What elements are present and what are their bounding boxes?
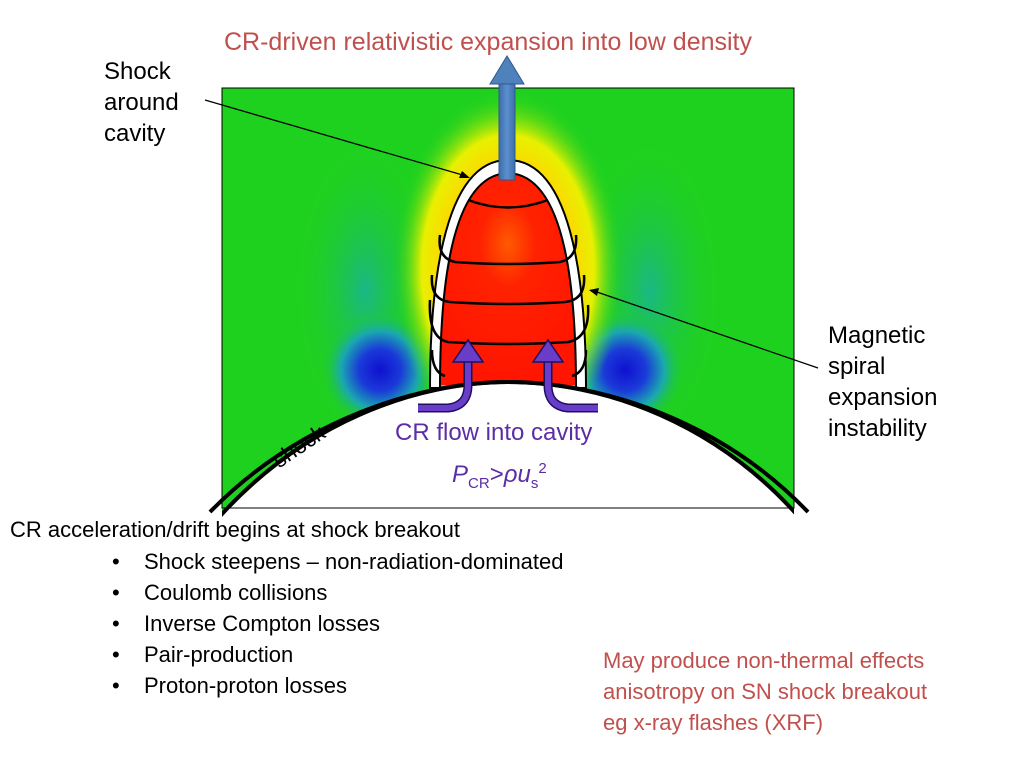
bullet-item: Pair-production <box>112 639 564 670</box>
bullet-item: Inverse Compton losses <box>112 608 564 639</box>
magnetic-spiral-label: Magnetic spiral expansion instability <box>828 322 938 442</box>
diagram-title: CR-driven relativistic expansion into lo… <box>224 28 753 56</box>
body-heading: CR acceleration/drift begins at shock br… <box>10 517 461 542</box>
shock-curve <box>208 379 810 514</box>
cavity-red-region <box>437 168 579 385</box>
cr-flow-arrow-right <box>531 338 598 413</box>
pointer-magnetic <box>589 288 819 369</box>
magnetic-spiral-arcs <box>428 198 590 378</box>
cr-flow-label: CR flow into cavity <box>395 419 593 446</box>
pointer-shock-cavity <box>204 99 470 178</box>
bullet-item: Proton-proton losses <box>112 670 564 701</box>
cr-flow-arrow-left <box>418 338 485 413</box>
shock-cavity-label: Shock around cavity <box>104 58 179 147</box>
bullet-item: Coulomb collisions <box>112 577 564 608</box>
cavity-shock-shell <box>428 158 588 389</box>
pressure-condition: PCR>ρus2 <box>452 460 547 492</box>
bullet-list: Shock steepens – non-radiation-dominated… <box>112 546 564 701</box>
bullet-item: Shock steepens – non-radiation-dominated <box>112 546 564 577</box>
note-text: May produce non-thermal effects anisotro… <box>603 648 928 735</box>
expansion-arrow <box>489 55 525 181</box>
